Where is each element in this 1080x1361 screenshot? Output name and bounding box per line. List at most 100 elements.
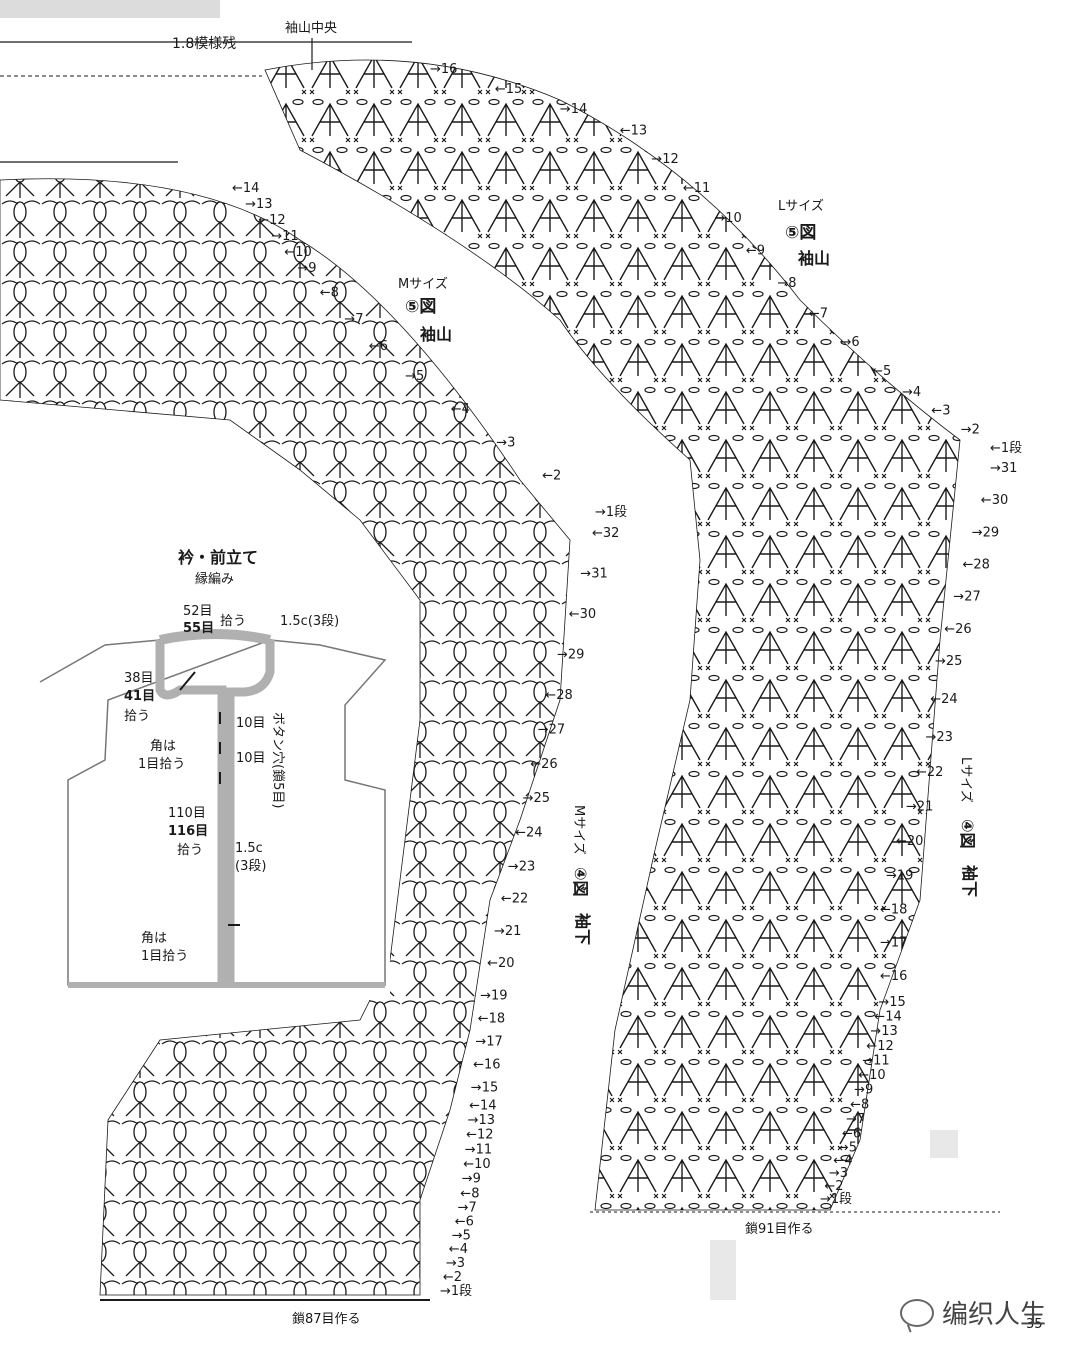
row-number: ←8 (320, 285, 339, 300)
row-number: →2 (961, 422, 980, 437)
corner-note-2b: 1目拾う (141, 949, 188, 964)
row-number: ←12 (466, 1128, 493, 1143)
svg-text:袖下: 袖下 (960, 865, 979, 897)
sleeve-center-label: 袖山中央 (285, 21, 337, 36)
row-number: ←14 (469, 1098, 496, 1113)
row-number: →7 (344, 312, 363, 327)
l-sleeve-row-numbers: →31←30→29←28→27←26→25←24→23←22→21←20→19←… (820, 461, 1017, 1207)
svg-text:Mサイズ: Mサイズ (398, 276, 448, 292)
row-number: ←20 (487, 956, 514, 971)
row-number: →15 (878, 995, 905, 1010)
svg-text:袖下: 袖下 (573, 913, 592, 945)
row-number: ←7 (809, 306, 828, 321)
svg-text:④図: ④図 (958, 819, 977, 849)
row-number: ←14 (232, 181, 259, 196)
top-pick: 拾う (220, 614, 246, 629)
row-number: ←16 (880, 969, 907, 984)
top-count-m: 52目 (183, 604, 213, 619)
top-count-l: 55目 (183, 621, 214, 636)
row-number: →25 (935, 654, 962, 669)
buttonhole-note: ボタン穴(鎖5目) (270, 712, 286, 808)
row-number: ←6 (369, 339, 388, 354)
row-number: ←24 (515, 826, 542, 841)
m-size-chart (0, 178, 571, 1296)
row-number: →31 (580, 566, 607, 581)
row-number: ←8 (850, 1097, 869, 1112)
row-number: →19 (886, 868, 913, 883)
watermark: 编织人生 (899, 1294, 1046, 1331)
row-number: ←6 (455, 1214, 474, 1229)
band-width-top: 1.5c(3段) (280, 614, 339, 629)
row-number: →9 (854, 1083, 873, 1098)
pickup-arrows (179, 671, 240, 926)
row-number: ←1段 (990, 441, 1022, 456)
m-chain-note: 鎖87目作る (292, 1311, 361, 1327)
row-number: →12 (651, 152, 678, 167)
row-number: →7 (458, 1200, 477, 1215)
row-number: →11 (465, 1142, 492, 1157)
row-number: ←22 (916, 765, 943, 780)
collar-area-bg (30, 600, 390, 1000)
row-number: →29 (972, 525, 999, 540)
collar-diagram: 衿・前立て 縁編み 52目 55目 拾う 1.5c(3段) 38目 41目 拾う… (39, 548, 387, 988)
l-size-chart (264, 59, 961, 1211)
row-number: →11 (271, 229, 298, 244)
row-number: →13 (245, 197, 272, 212)
row-number: →9 (462, 1172, 481, 1187)
row-number: →17 (475, 1035, 502, 1050)
l-cap-label: Lサイズ ⑤図 袖山 (778, 198, 830, 268)
row-number: →5 (405, 369, 424, 384)
front-pick: 拾う (177, 843, 203, 858)
front-band (155, 640, 275, 985)
l-chain-note: 鎖91目作る (745, 1221, 814, 1237)
row-number: →5 (838, 1140, 857, 1155)
corner-note-1: 角は (150, 739, 176, 754)
row-number: →29 (557, 647, 584, 662)
collar-subtitle: 縁編み (195, 571, 234, 587)
row-number: →5 (452, 1228, 471, 1243)
corner-note-2: 角は (141, 931, 167, 946)
row-number: →3 (496, 435, 515, 450)
blurred-mark (710, 1240, 736, 1300)
blurred-heading (0, 0, 220, 18)
row-number: ←2 (443, 1270, 462, 1285)
spacing-1: 10目 (236, 716, 266, 731)
row-number: ←8 (460, 1186, 479, 1201)
band-width-front-1: 1.5c (235, 841, 263, 856)
row-number: ←18 (478, 1012, 505, 1027)
collar-band (158, 629, 272, 645)
row-number: →8 (777, 276, 796, 291)
row-number: ←30 (981, 493, 1008, 508)
m-sleeve-row-numbers: ←32→31←30→29←28→27←26→25←24→23←22→21←20→… (440, 526, 619, 1299)
row-number: →21 (494, 924, 521, 939)
row-number: →27 (538, 722, 565, 737)
margin-label: 1.8模様残 (172, 36, 236, 52)
spacing-2: 10目 (236, 751, 266, 766)
svg-text:袖山: 袖山 (798, 249, 830, 268)
row-number: ←18 (880, 902, 907, 917)
row-number: →1段 (440, 1284, 472, 1299)
svg-text:Lサイズ: Lサイズ (778, 198, 824, 214)
m-sleeve-label: Mサイズ ④図 袖下 (571, 805, 592, 945)
row-number: ←9 (746, 243, 765, 258)
row-number: ←5 (872, 364, 891, 379)
row-number: →7 (846, 1112, 865, 1127)
watermark-text: 编织人生 (941, 1300, 1046, 1330)
row-number: →15 (471, 1081, 498, 1096)
row-number: ←12 (866, 1039, 893, 1054)
row-number: ←2 (542, 469, 561, 484)
row-number: ←22 (501, 892, 528, 907)
row-number: ←30 (569, 607, 596, 622)
row-number: ←10 (463, 1157, 490, 1172)
row-number: ←32 (592, 526, 619, 541)
row-number: →1段 (820, 1192, 852, 1207)
row-number: →6 (841, 335, 860, 350)
row-number: ←15 (495, 82, 522, 97)
svg-text:⑤図: ⑤図 (785, 223, 816, 243)
svg-text:⑤図: ⑤図 (405, 297, 436, 317)
row-number: ←24 (930, 692, 957, 707)
row-number: →9 (297, 261, 316, 276)
row-number: ←26 (944, 622, 971, 637)
page-number: 35 (1026, 1317, 1043, 1332)
